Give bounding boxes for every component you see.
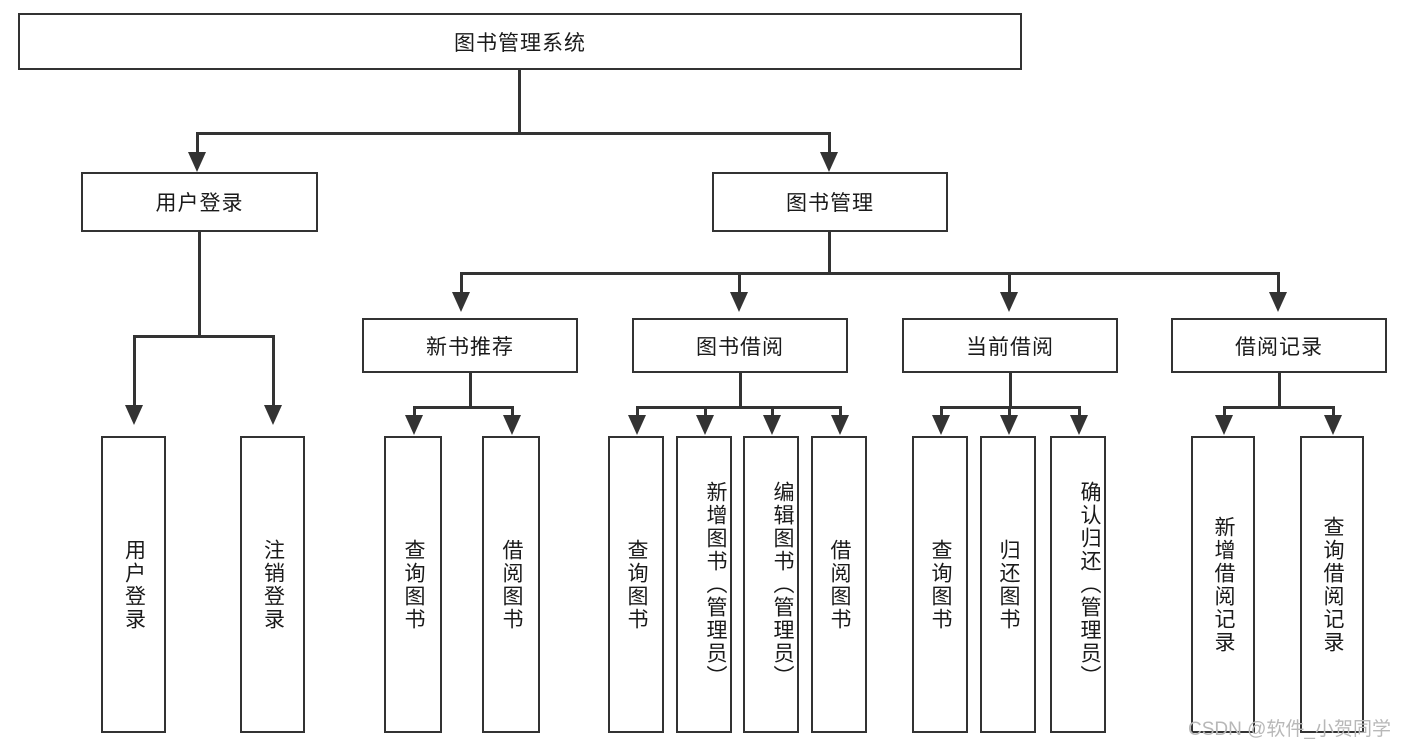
node-leaf-borrow-book-2-label: 借阅图书 (828, 538, 851, 631)
node-leaf-user-login[interactable]: 用户登录 (101, 436, 166, 733)
node-leaf-query-book-3-label: 查询图书 (929, 538, 952, 631)
connector-bm-drop-4 (1277, 272, 1280, 294)
connector-nbr-drop-1 (413, 406, 416, 418)
arrow-to-leaf-query-book-3 (932, 415, 950, 435)
connector-bm-drop-3 (1008, 272, 1011, 294)
connector-book-management-bus (461, 272, 1279, 275)
node-root[interactable]: 图书管理系统 (18, 13, 1022, 70)
arrow-to-leaf-return-book (1000, 415, 1018, 435)
arrow-to-leaf-query-record (1324, 415, 1342, 435)
node-leaf-borrow-book-1-label: 借阅图书 (500, 538, 523, 631)
arrow-to-leaf-confirm-return (1070, 415, 1088, 435)
node-leaf-edit-book[interactable]: 编辑图书（管理员） (743, 436, 799, 733)
connector-bb-drop-1 (636, 406, 639, 418)
connector-bb-bus (637, 406, 841, 409)
node-leaf-user-logout[interactable]: 注销登录 (240, 436, 305, 733)
connector-root-stem (518, 70, 521, 134)
node-leaf-query-book-1-label: 查询图书 (402, 538, 425, 631)
arrow-to-leaf-borrow-book-1 (503, 415, 521, 435)
node-book-borrow-label: 图书借阅 (696, 335, 784, 359)
connector-user-login-bus (134, 335, 275, 338)
node-root-label: 图书管理系统 (454, 31, 586, 55)
connector-user-login-stem (198, 232, 201, 337)
node-leaf-query-record[interactable]: 查询借阅记录 (1300, 436, 1364, 733)
csdn-watermark: CSDN @软件_小贺同学 (1188, 719, 1391, 740)
node-leaf-confirm-return-label: 确认归还（管理员） (1078, 481, 1101, 688)
node-leaf-return-book[interactable]: 归还图书 (980, 436, 1036, 733)
connector-bb-stem (739, 373, 742, 409)
node-new-book-recommend-label: 新书推荐 (426, 335, 514, 359)
node-book-borrow[interactable]: 图书借阅 (632, 318, 848, 373)
node-new-book-recommend[interactable]: 新书推荐 (362, 318, 578, 373)
node-leaf-confirm-return[interactable]: 确认归还（管理员） (1050, 436, 1106, 733)
node-leaf-query-book-2-label: 查询图书 (625, 538, 648, 631)
connector-root-bus (197, 132, 831, 135)
node-leaf-query-book-1[interactable]: 查询图书 (384, 436, 442, 733)
arrow-to-book-management (820, 152, 838, 172)
node-current-borrow[interactable]: 当前借阅 (902, 318, 1118, 373)
node-current-borrow-label: 当前借阅 (966, 335, 1054, 359)
node-leaf-user-logout-label: 注销登录 (261, 538, 285, 631)
node-borrow-record[interactable]: 借阅记录 (1171, 318, 1387, 373)
connector-br-drop-1 (1223, 406, 1226, 418)
connector-user-login-drop-1 (133, 335, 136, 407)
connector-cb-stem (1009, 373, 1012, 409)
connector-bb-drop-4 (839, 406, 842, 418)
node-user-login-label: 用户登录 (155, 192, 244, 215)
arrow-to-current-borrow (1000, 292, 1018, 312)
arrow-to-leaf-query-book-2 (628, 415, 646, 435)
node-leaf-add-record[interactable]: 新增借阅记录 (1191, 436, 1255, 733)
connector-cb-drop-3 (1078, 406, 1081, 418)
arrow-to-leaf-add-record (1215, 415, 1233, 435)
arrow-to-leaf-add-book (696, 415, 714, 435)
connector-book-management-stem (828, 232, 831, 274)
node-leaf-query-record-label: 查询借阅记录 (1321, 515, 1344, 654)
connector-br-drop-2 (1332, 406, 1335, 418)
arrow-to-leaf-query-book-1 (405, 415, 423, 435)
node-book-management[interactable]: 图书管理 (712, 172, 948, 232)
connector-root-drop-right (828, 132, 831, 154)
node-leaf-edit-book-label: 编辑图书（管理员） (771, 481, 794, 688)
node-book-management-label: 图书管理 (786, 192, 874, 215)
arrow-to-leaf-user-login (125, 405, 143, 425)
node-leaf-add-record-label: 新增借阅记录 (1212, 515, 1235, 654)
node-user-login[interactable]: 用户登录 (81, 172, 318, 232)
node-leaf-user-login-label: 用户登录 (122, 538, 146, 631)
connector-bb-drop-3 (771, 406, 774, 418)
connector-br-bus (1224, 406, 1334, 409)
connector-cb-drop-2 (1008, 406, 1011, 418)
node-leaf-add-book-label: 新增图书（管理员） (704, 481, 727, 688)
connector-nbr-bus (414, 406, 513, 409)
node-borrow-record-label: 借阅记录 (1235, 335, 1323, 359)
node-leaf-borrow-book-2[interactable]: 借阅图书 (811, 436, 867, 733)
node-leaf-add-book[interactable]: 新增图书（管理员） (676, 436, 732, 733)
arrow-to-leaf-user-logout (264, 405, 282, 425)
connector-root-drop-left (196, 132, 199, 154)
node-leaf-borrow-book-1[interactable]: 借阅图书 (482, 436, 540, 733)
connector-user-login-drop-2 (272, 335, 275, 407)
connector-br-stem (1278, 373, 1281, 409)
arrow-to-new-book-recommend (452, 292, 470, 312)
node-leaf-query-book-3[interactable]: 查询图书 (912, 436, 968, 733)
arrow-to-book-borrow (730, 292, 748, 312)
connector-cb-drop-1 (940, 406, 943, 418)
arrow-to-user-login (188, 152, 206, 172)
arrow-to-borrow-record (1269, 292, 1287, 312)
node-leaf-return-book-label: 归还图书 (997, 538, 1020, 631)
arrow-to-leaf-borrow-book-2 (831, 415, 849, 435)
arrow-to-leaf-edit-book (763, 415, 781, 435)
connector-bb-drop-2 (704, 406, 707, 418)
connector-bm-drop-2 (738, 272, 741, 294)
connector-nbr-stem (469, 373, 472, 409)
connector-bm-drop-1 (460, 272, 463, 294)
connector-nbr-drop-2 (511, 406, 514, 418)
node-leaf-query-book-2[interactable]: 查询图书 (608, 436, 664, 733)
